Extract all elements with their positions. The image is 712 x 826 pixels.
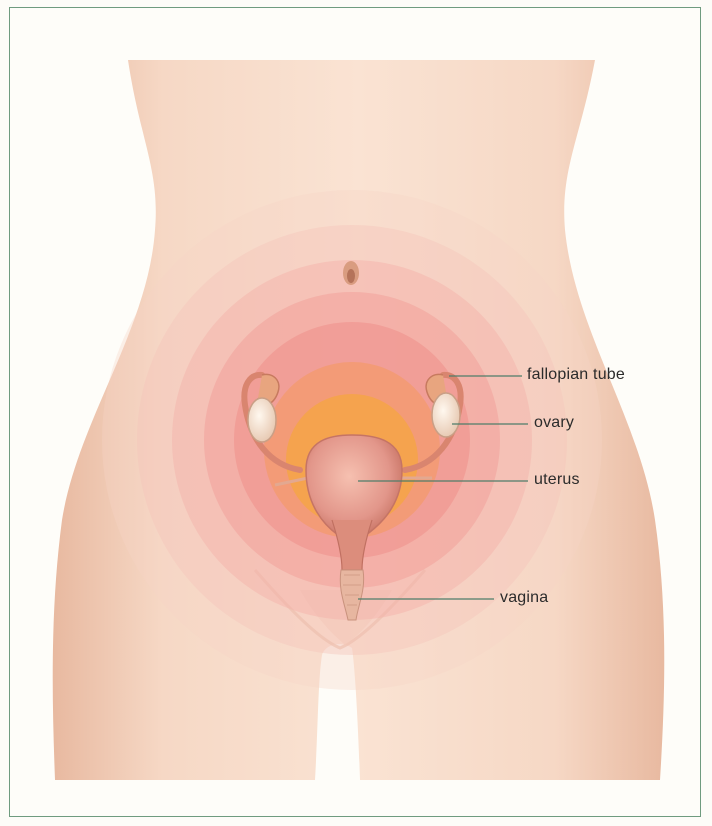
label-vagina: vagina: [500, 589, 548, 607]
ovary-right: [432, 393, 460, 437]
ovary-left: [248, 398, 276, 442]
label-fallopian-tube: fallopian tube: [527, 366, 625, 384]
label-ovary: ovary: [534, 414, 574, 432]
label-uterus: uterus: [534, 471, 580, 489]
